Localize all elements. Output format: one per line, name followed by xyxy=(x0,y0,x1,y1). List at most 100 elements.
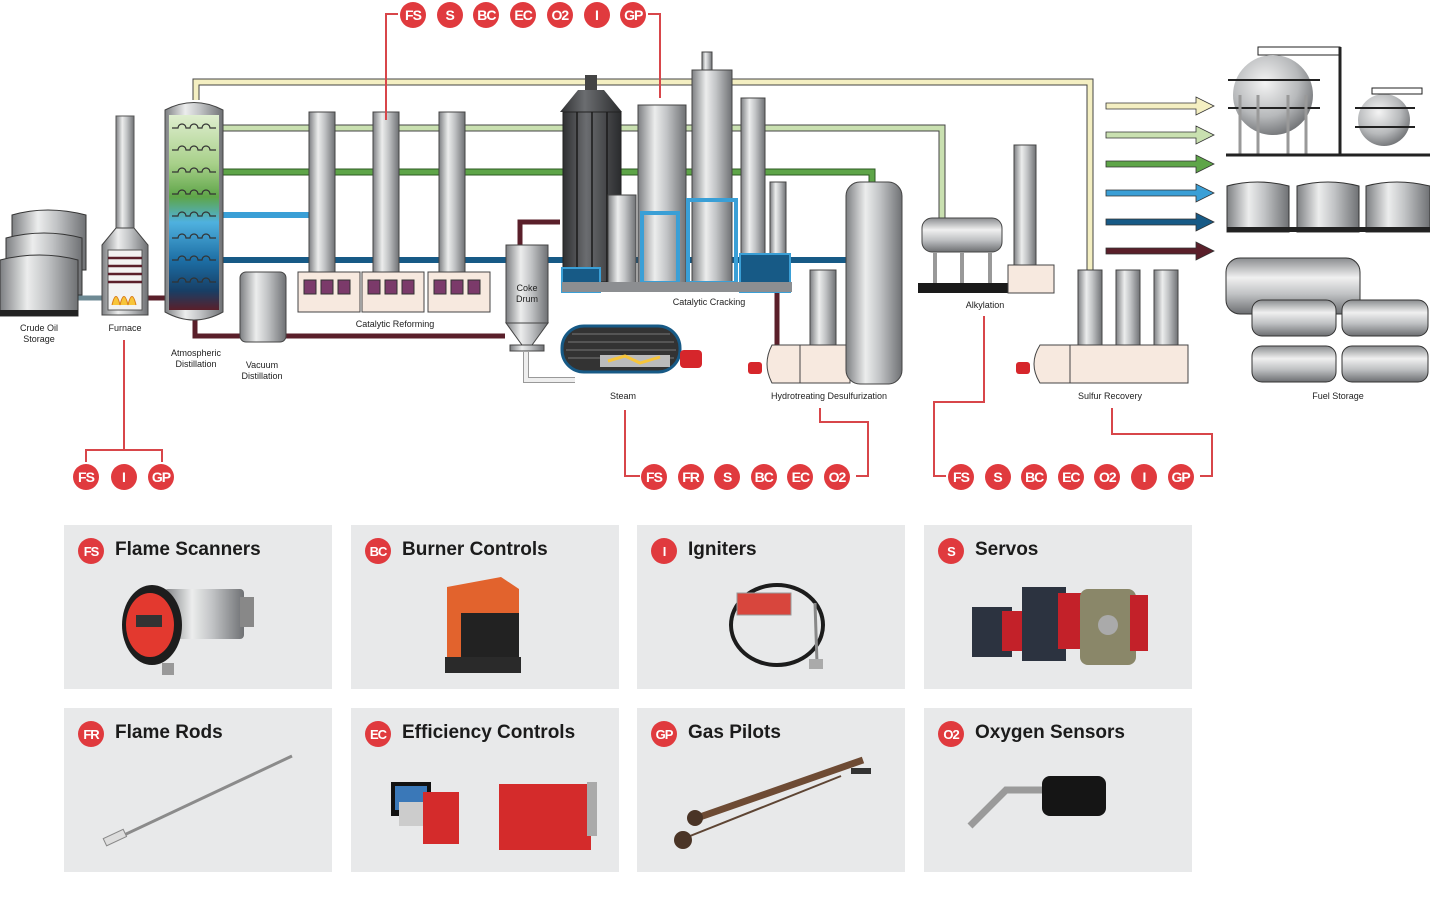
product-card-igniters[interactable]: I Igniters xyxy=(637,525,905,689)
heater-window xyxy=(467,279,481,295)
product-arrow xyxy=(1105,154,1215,174)
badge-gp: GP xyxy=(1167,464,1194,490)
badge-i: I xyxy=(583,2,610,28)
heater-window xyxy=(337,279,351,295)
badge-fs: FS xyxy=(400,2,426,28)
label-fuel-storage: Fuel Storage xyxy=(1312,391,1364,401)
heater-window xyxy=(367,279,381,295)
heater-window xyxy=(384,279,398,295)
connector-lines xyxy=(85,13,1213,477)
flame-scanner-image xyxy=(122,585,254,675)
cylindrical-storage-tanks xyxy=(1226,181,1430,233)
badge-i: I xyxy=(110,464,137,490)
refinery-schematic xyxy=(0,13,1430,477)
igniter-image xyxy=(729,583,825,669)
alkylation-unit xyxy=(918,144,1055,294)
badge-o2: O2 xyxy=(1094,464,1121,490)
product-title: Igniters xyxy=(688,539,757,560)
steam-boiler xyxy=(560,324,702,374)
badge-ec: EC xyxy=(510,2,537,28)
gas-pilot-image xyxy=(674,756,871,849)
product-card-burner-controls[interactable]: BC Burner Controls xyxy=(351,525,619,689)
badge-o2: O2 xyxy=(546,2,573,28)
label-hydrotreating-desulfurization: Hydrotreating Desulfurization xyxy=(770,391,888,401)
oxygen-sensor-image xyxy=(967,776,1106,829)
label-steam: Steam xyxy=(609,391,636,401)
atmospheric-distillation-column xyxy=(164,102,224,321)
flame-rod-image xyxy=(102,754,293,847)
product-card-flame-scanners[interactable]: FS Flame Scanners xyxy=(64,525,332,689)
heater-window xyxy=(401,279,415,295)
burner-control-image xyxy=(445,577,521,673)
sphere-storage-tanks xyxy=(1226,46,1430,157)
catalytic-cracking-complex xyxy=(560,51,792,293)
product-title: Burner Controls xyxy=(402,539,548,560)
product-badge: O2 xyxy=(938,721,964,747)
badge-s: S xyxy=(436,2,463,28)
crude-oil-storage-tanks xyxy=(0,209,87,317)
product-flow-arrows xyxy=(1105,96,1215,261)
product-title: Oxygen Sensors xyxy=(975,722,1125,743)
badge-bc: BC xyxy=(1021,464,1048,490)
product-title: Efficiency Controls xyxy=(402,722,576,743)
reforming-stack xyxy=(308,111,336,273)
sulfur-recovery-unit xyxy=(1016,269,1189,384)
label-sulfur-recovery: Sulfur Recovery xyxy=(1077,391,1143,401)
hydrotreating-desulfurization-unit xyxy=(748,181,903,385)
product-arrow xyxy=(1105,241,1215,261)
product-card-oxygen-sensors[interactable]: O2 Oxygen Sensors xyxy=(924,708,1192,872)
badge-bc: BC xyxy=(750,464,777,490)
product-card-flame-rods[interactable]: FR Flame Rods xyxy=(64,708,332,872)
product-arrow xyxy=(1105,96,1215,116)
product-title: Flame Scanners xyxy=(115,539,261,560)
product-title: Servos xyxy=(975,539,1039,560)
badge-gp: GP xyxy=(148,464,174,490)
reforming-stack xyxy=(438,111,466,273)
product-badge: FS xyxy=(78,538,104,564)
product-badge: EC xyxy=(365,721,391,747)
product-arrow xyxy=(1105,212,1215,232)
product-title: Flame Rods xyxy=(115,722,223,743)
efficiency-control-image xyxy=(391,782,597,850)
product-badge: S xyxy=(938,538,964,564)
heater-window xyxy=(433,279,447,295)
label-catalytic-reforming: Catalytic Reforming xyxy=(355,319,435,329)
vacuum-distillation-vessel xyxy=(239,271,287,343)
badge-o2: O2 xyxy=(824,464,850,490)
product-card-servos[interactable]: S Servos xyxy=(924,525,1192,689)
fuel-storage-tanks xyxy=(1225,257,1429,383)
badge-gp: GP xyxy=(620,2,647,28)
reforming-stack xyxy=(372,111,400,273)
catalytic-reforming-units xyxy=(297,111,491,313)
heater-window xyxy=(303,279,317,295)
badge-i: I xyxy=(1131,464,1157,490)
product-title: Gas Pilots xyxy=(688,722,781,743)
product-card-efficiency-controls[interactable]: EC Efficiency Controls xyxy=(351,708,619,872)
product-badge: I xyxy=(651,538,677,564)
badge-ec: EC xyxy=(1057,464,1084,490)
badge-fs: FS xyxy=(948,464,974,490)
product-badge: GP xyxy=(651,721,677,747)
label-furnace: Furnace xyxy=(108,323,142,333)
product-badge: BC xyxy=(365,538,391,564)
heater-window xyxy=(320,279,334,295)
label-alkylation: Alkylation xyxy=(965,300,1005,310)
coke-drum xyxy=(505,244,549,352)
badge-s: S xyxy=(984,464,1011,490)
badge-fs: FS xyxy=(641,464,667,490)
product-card-gas-pilots[interactable]: GP Gas Pilots xyxy=(637,708,905,872)
badge-ec: EC xyxy=(787,464,814,490)
product-arrow xyxy=(1105,125,1215,145)
label-catalytic-cracking: Catalytic Cracking xyxy=(672,297,746,307)
badge-bc: BC xyxy=(473,2,500,28)
product-arrow xyxy=(1105,183,1215,203)
heater-window xyxy=(450,279,464,295)
badge-fr: FR xyxy=(677,464,704,490)
badge-s: S xyxy=(714,464,741,490)
product-badge: FR xyxy=(78,721,104,747)
